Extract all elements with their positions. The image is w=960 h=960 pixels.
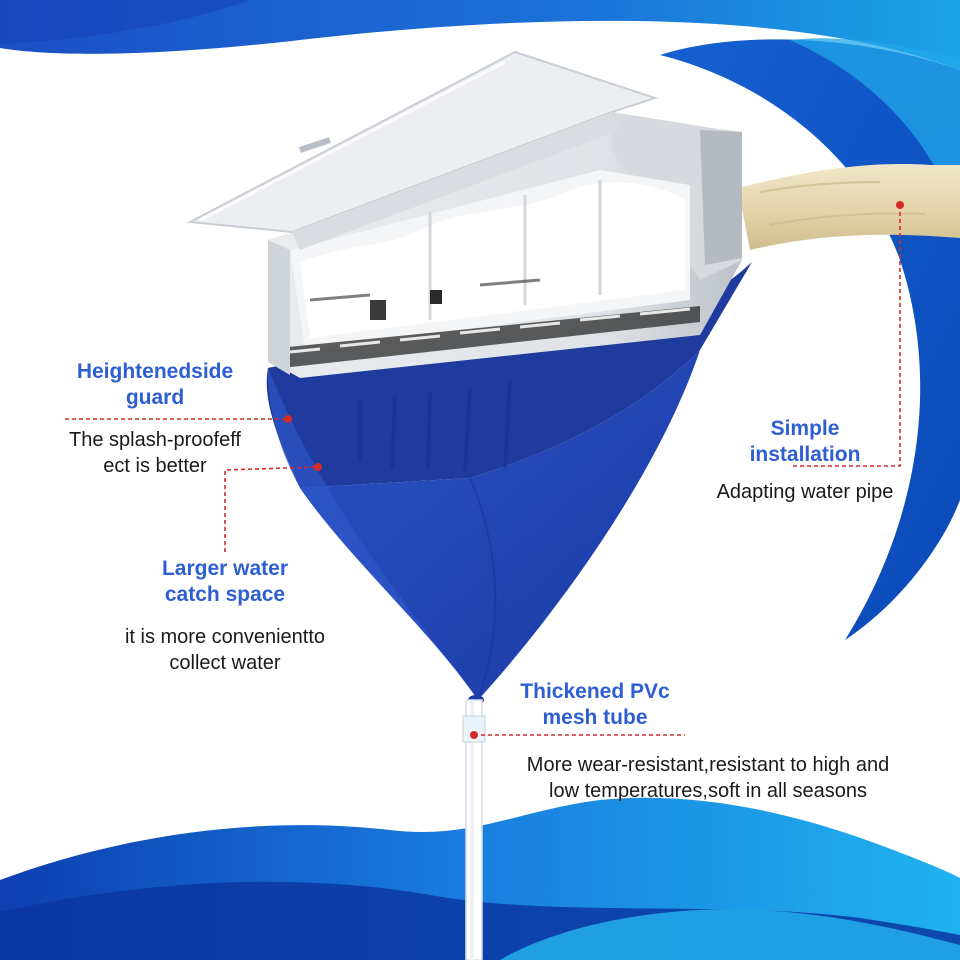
water-space-title-line2: catch space — [164, 583, 286, 606]
water-space-description: it is more convenientto collect water — [90, 624, 360, 676]
installation-description: Adapting water pipe — [680, 479, 930, 505]
installation-title-line1: Simple — [770, 417, 840, 440]
water-space-title: Larger water catch space — [120, 556, 330, 608]
drain-tube — [462, 699, 486, 960]
tube-title-line2: mesh tube — [542, 706, 648, 729]
tube-title: Thickened PVc mesh tube — [480, 679, 710, 731]
installation-marker — [896, 201, 904, 209]
water-space-desc-line1: it is more convenientto — [124, 626, 326, 648]
water-space-desc-line2: collect water — [169, 652, 281, 674]
guard-marker — [284, 415, 292, 423]
water-space-marker — [314, 463, 322, 471]
side-guard-title: Heightenedside guard — [40, 359, 270, 411]
tube-marker — [470, 731, 478, 739]
callout-markers — [284, 201, 904, 739]
installation-desc-line1: Adapting water pipe — [716, 481, 894, 503]
side-guard-description: The splash-proofeff ect is better — [30, 427, 280, 479]
side-guard-desc-line2: ect is better — [103, 455, 207, 477]
side-guard-title-line1: Heightenedside — [76, 360, 234, 383]
tube-desc-line1: More wear-resistant,resistant to high an… — [526, 754, 890, 776]
tube-desc-line2: low temperatures,soft in all seasons — [549, 780, 867, 802]
water-pipe — [738, 164, 960, 250]
installation-title: Simple installation — [720, 416, 890, 468]
tube-title-line1: Thickened PVc — [520, 680, 670, 703]
tube-description: More wear-resistant,resistant to high an… — [476, 752, 940, 804]
installation-title-line2: installation — [749, 443, 861, 466]
side-guard-desc-line1: The splash-proofeff — [69, 429, 241, 451]
ac-unit — [268, 112, 742, 378]
water-catch-cover — [266, 262, 752, 705]
water-space-title-line1: Larger water — [161, 557, 289, 580]
side-guard-title-line2: guard — [125, 386, 185, 409]
ac-front-panel — [186, 50, 659, 250]
callout-leaders — [65, 205, 901, 736]
installation-leader-line — [790, 205, 901, 467]
